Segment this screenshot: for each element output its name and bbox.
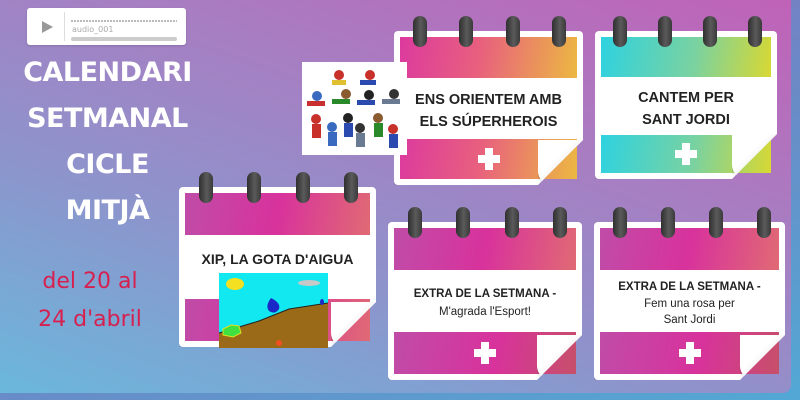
ring-icon	[459, 16, 473, 47]
ring-icon	[505, 207, 519, 238]
ring-icon	[613, 207, 627, 238]
ring-icon	[613, 16, 627, 47]
plus-icon	[675, 143, 697, 165]
ring-icon	[553, 207, 567, 238]
card-title: XIP, LA GOTA D'AIGUA	[201, 251, 354, 267]
play-icon[interactable]	[27, 8, 64, 45]
audio-label: audio_001	[72, 25, 114, 34]
ring-icon	[709, 207, 723, 238]
audio-progress-bar[interactable]	[71, 37, 177, 41]
card-header-band	[400, 37, 577, 78]
water-drop-drawing-image[interactable]	[219, 273, 328, 348]
ring-icon	[247, 172, 261, 203]
ring-icon	[703, 16, 717, 47]
title-line: CALENDARI	[23, 57, 192, 88]
card-header-band	[185, 193, 370, 235]
card-header-band	[394, 228, 576, 270]
title-line: SETMANAL	[27, 103, 188, 134]
ring-icon	[506, 16, 520, 47]
ring-icon	[344, 172, 358, 203]
title-line: MITJÀ	[65, 195, 150, 226]
ring-icon	[748, 16, 762, 47]
calendar-card-esport[interactable]: EXTRA DE LA SETMANA -M'agrada l'Esport!	[388, 207, 582, 380]
audio-waveform	[71, 20, 177, 22]
plus-icon	[477, 148, 500, 170]
page-title: CALENDARI SETMANAL CICLE MITJÀ	[0, 50, 215, 234]
plus-icon	[474, 342, 496, 364]
ring-icon	[199, 172, 213, 203]
ring-icon	[552, 16, 566, 47]
ring-icon	[413, 16, 427, 47]
card-header-band	[600, 228, 779, 270]
date-line: 24 d'abril	[38, 307, 142, 332]
ring-icon	[661, 207, 675, 238]
superheroes-image[interactable]	[302, 62, 407, 155]
audio-divider	[64, 12, 65, 41]
card-header-band	[601, 37, 771, 77]
date-line: del 20 al	[42, 269, 138, 294]
ring-icon	[456, 207, 470, 238]
card-title: EXTRA DE LA SETMANA -M'agrada l'Esport!	[413, 288, 557, 318]
ring-icon	[296, 172, 310, 203]
audio-player[interactable]: audio_001	[27, 8, 186, 45]
ring-icon	[757, 207, 771, 238]
title-line: CICLE	[66, 149, 149, 180]
date-range: del 20 al 24 d'abril	[0, 263, 180, 339]
ring-icon	[408, 207, 422, 238]
ring-icon	[658, 16, 672, 47]
plus-icon	[678, 342, 701, 364]
canvas: audio_001 CALENDARI SETMANAL CICLE MITJÀ…	[0, 0, 791, 393]
